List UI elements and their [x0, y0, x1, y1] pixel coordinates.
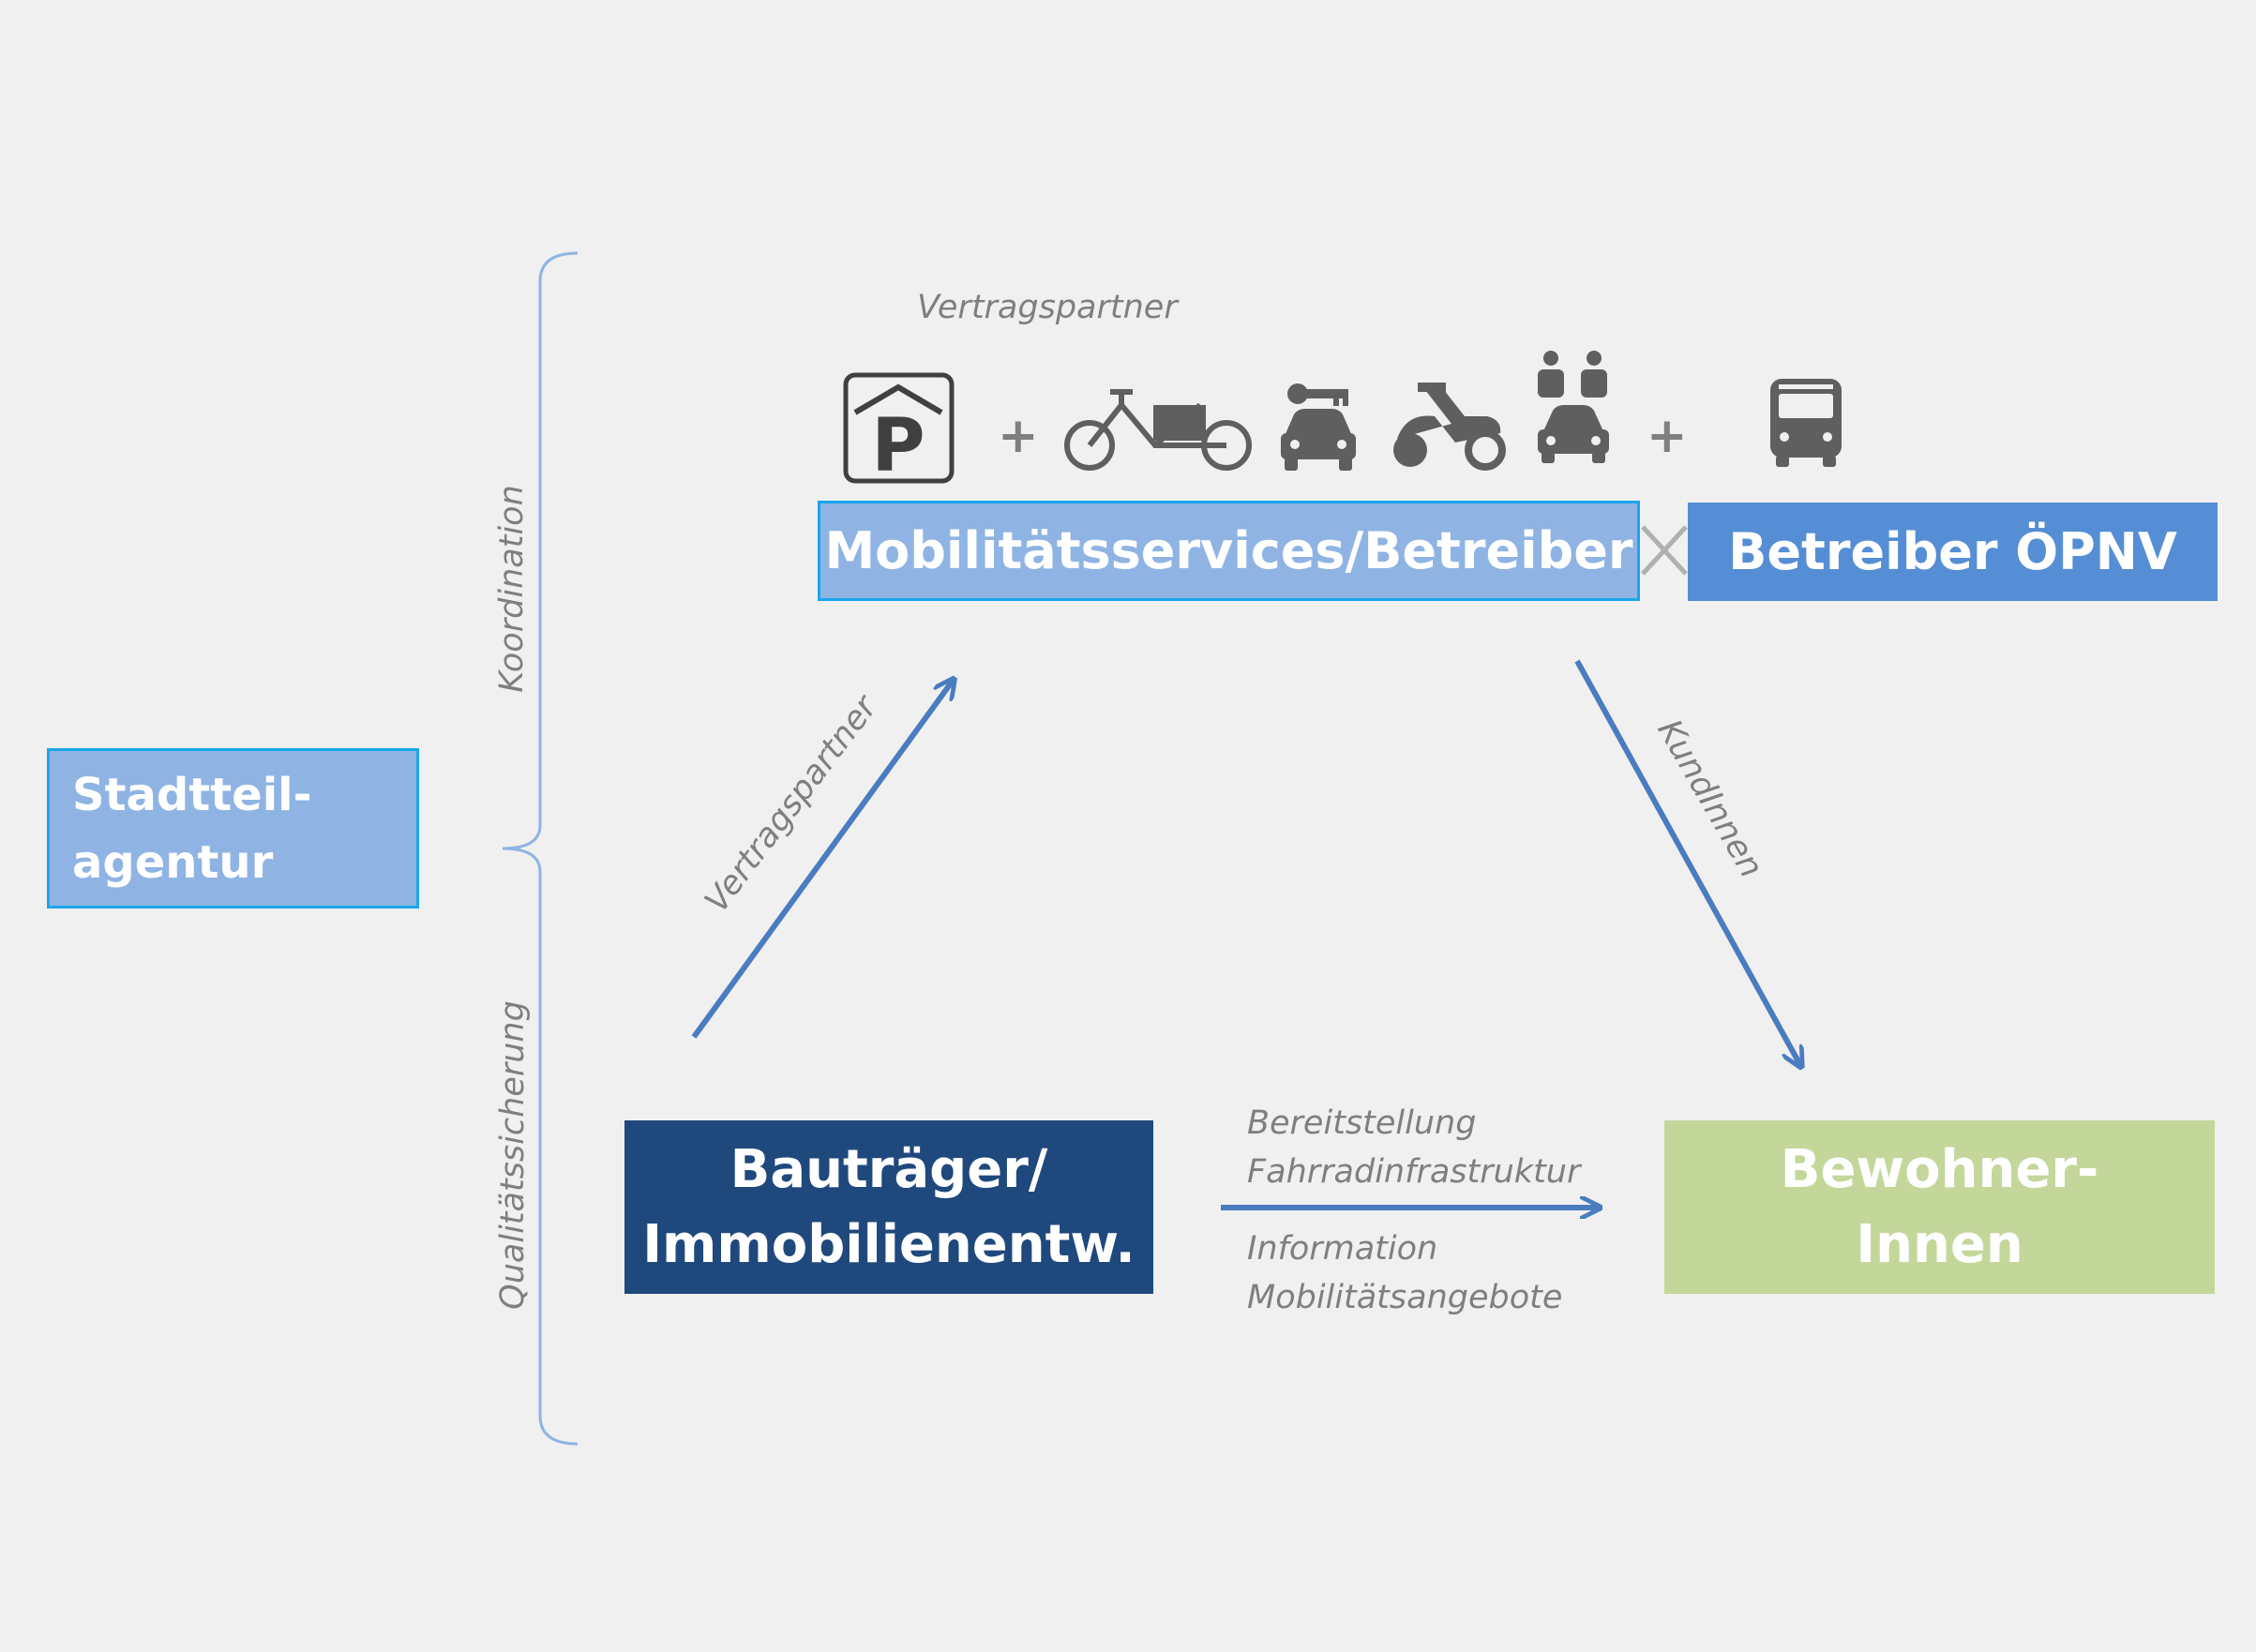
- bus-icon: [1770, 379, 1842, 467]
- stadtteilagentur-label-line1: Stadtteil-: [72, 768, 312, 821]
- ride-sharing-icon: [1538, 351, 1609, 463]
- bereitstellung-label: Bereitstellung: [1247, 1104, 1477, 1142]
- bewohnerinnen-label-line1: Bewohner-: [1780, 1138, 2099, 1200]
- parking-garage-icon: P: [843, 372, 955, 488]
- mobilitaetsangebote-label: Mobilitätsangebote: [1247, 1279, 1563, 1316]
- cargo-bike-icon: [1064, 389, 1252, 471]
- svg-text:P: P: [871, 404, 925, 488]
- mobilitaetsservices-box: Mobilitätsservices/Betreiber: [818, 501, 1640, 601]
- bewohnerinnen-label-line2: Innen: [1856, 1213, 2023, 1275]
- plus-sign: +: [998, 408, 1039, 464]
- scooter-icon: [1393, 383, 1506, 471]
- arrow-bautraeger-to-mobilitaet: [691, 681, 953, 1039]
- vertragspartner-top-label: Vertragspartner: [917, 289, 1178, 326]
- stadtteilagentur-label-line2: agentur: [72, 835, 274, 889]
- mobilitaetsservices-label: Mobilitätsservices/Betreiber: [824, 521, 1633, 580]
- bewohnerinnen-box: Bewohner- Innen: [1664, 1120, 2215, 1294]
- bautraeger-label-line1: Bauträger/: [729, 1138, 1048, 1200]
- bautraeger-label-line2: Immobilienentw.: [642, 1213, 1136, 1275]
- fahrradinfrastruktur-label: Fahrradinfrastruktur: [1247, 1153, 1581, 1191]
- betreiber-oepnv-label: Betreiber ÖPNV: [1728, 522, 2177, 581]
- arrow-mobilitaet-to-bewohner: [1574, 659, 1800, 1065]
- x-connector: [1641, 525, 1688, 576]
- bautraeger-box: Bauträger/ Immobilienentw.: [624, 1120, 1153, 1294]
- betreiber-oepnv-box: Betreiber ÖPNV: [1688, 503, 2218, 601]
- curly-brace: [502, 251, 579, 1446]
- stadtteilagentur-box: Stadtteil- agentur: [47, 748, 419, 909]
- plus-sign: +: [1647, 408, 1688, 464]
- car-sharing-icon: [1281, 383, 1356, 471]
- information-label: Information: [1247, 1230, 1438, 1268]
